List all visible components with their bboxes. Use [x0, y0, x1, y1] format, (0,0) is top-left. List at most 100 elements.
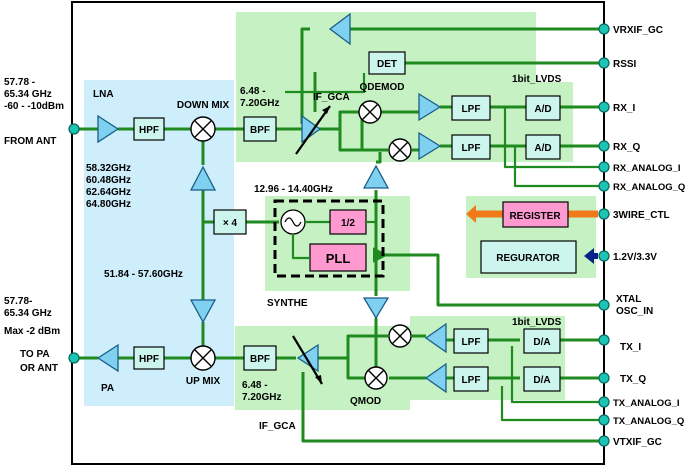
tx-i-amplifier-icon: [424, 322, 447, 354]
rx-if-gca-label: IF_GCA: [313, 92, 350, 103]
rx-q-lpf-label: LPF: [462, 143, 481, 154]
multiplier-label: × 4: [223, 218, 238, 229]
tx-ant-port[interactable]: [68, 352, 80, 364]
rx-analog-q-label: RX_ANALOG_Q: [613, 182, 685, 193]
rx-q-port[interactable]: [598, 140, 610, 152]
rx-analog-i-port[interactable]: [598, 161, 610, 173]
up-mix-label: UP MIX: [186, 376, 221, 387]
rssi-label: RSSI: [613, 59, 637, 70]
divider-label: 1/2: [341, 218, 355, 229]
tx-i-lpf-block: [453, 328, 489, 354]
lo-freq-1: 58.32GHz: [86, 163, 131, 174]
xtal-port[interactable]: [598, 299, 610, 311]
lo-buffer-up-icon: [189, 165, 217, 191]
tx-q-lpf-block: [453, 366, 489, 392]
synthe-dashed-boundary: [273, 199, 385, 278]
rx-q-amplifier-icon: [418, 131, 442, 161]
qdemod-lo-buffer-icon: [362, 164, 390, 189]
tx-lvds-label: 1bit_LVDS: [512, 317, 562, 328]
rx-if-freq-1: 6.48 -: [240, 86, 266, 97]
rx-bpf-label: BPF: [250, 125, 270, 136]
rx-lvds-label: 1bit_LVDS: [512, 74, 562, 85]
tx-i-da-block: [523, 328, 561, 354]
rx-hpf-block: [133, 117, 165, 141]
tx-bpf-block: [243, 345, 277, 371]
synthe-label: SYNTHE: [267, 298, 308, 309]
wire-ctl-port[interactable]: [598, 208, 610, 220]
det-block: [368, 51, 406, 75]
rssi-port[interactable]: [598, 57, 610, 69]
tx-hpf-block: [133, 346, 165, 370]
supply-port[interactable]: [598, 250, 610, 262]
tx-analog-i-port[interactable]: [598, 396, 610, 408]
tx-analog-q-port[interactable]: [598, 414, 610, 426]
pll-block: [309, 243, 367, 272]
rx-level-label: -60 - -10dBm: [4, 101, 64, 112]
tx-if-freq-1: 6.48 -: [242, 380, 268, 391]
tx-q-amplifier-icon: [424, 362, 447, 394]
rx-bpf-block: [243, 116, 277, 142]
tx-analog-i-label: TX_ANALOG_I: [613, 398, 680, 409]
rx-ant-port[interactable]: [68, 123, 80, 135]
tx-dest-line-1: TO PA: [20, 349, 50, 360]
tx-if-freq-2: 7.20GHz: [242, 392, 281, 403]
tx-bpf-label: BPF: [250, 354, 270, 365]
vtxif-gc-label: VTXIF_GC: [613, 437, 662, 448]
supply-label: 1.2V/3.3V: [613, 252, 657, 263]
tx-i-da-label: D/A: [533, 337, 550, 348]
register-block: [502, 201, 569, 228]
rx-i-port[interactable]: [598, 101, 610, 113]
xtal-label-1: XTAL: [616, 294, 641, 305]
rx-q-ad-label: A/D: [534, 143, 551, 154]
rx-analog-q-port[interactable]: [598, 180, 610, 192]
down-mix-label: DOWN MIX: [177, 100, 230, 111]
tx-i-port[interactable]: [598, 334, 610, 346]
rx-i-amplifier-icon: [418, 92, 442, 122]
rx-hpf-label: HPF: [139, 125, 159, 136]
lo-freq-2: 60.48GHz: [86, 175, 131, 186]
tx-q-label: TX_Q: [620, 374, 646, 385]
tx-analog-q-label: TX_ANALOG_Q: [613, 416, 684, 427]
vrxif-gc-buffer-icon: [328, 12, 351, 46]
rx-i-lpf-label: LPF: [462, 104, 481, 115]
tx-q-da-label: D/A: [533, 375, 550, 386]
pa-amplifier-icon: [96, 343, 119, 373]
rx-q-label: RX_Q: [613, 142, 640, 153]
rx-i-lpf-block: [451, 95, 491, 121]
tx-q-port[interactable]: [598, 372, 610, 384]
tx-if-gca-amplifier-icon: [296, 343, 319, 373]
vtxif-gc-port[interactable]: [598, 435, 610, 447]
lo-freq-3: 62.64GHz: [86, 187, 131, 198]
lo-freq-4: 64.80GHz: [86, 199, 131, 210]
rx-i-label: RX_I: [613, 103, 635, 114]
register-label: REGISTER: [509, 211, 561, 222]
rx-q-ad-block: [525, 134, 561, 160]
xtal-label-2: OSC_IN: [616, 306, 653, 317]
rx-i-ad-block: [525, 95, 561, 121]
vrxif-gc-port[interactable]: [598, 23, 610, 35]
lna-label: LNA: [93, 89, 114, 100]
lo-buffer-down-icon: [189, 299, 217, 324]
regulator-label: REGURATOR: [496, 253, 560, 264]
tx-i-lpf-label: LPF: [462, 337, 481, 348]
lna-amplifier-icon: [97, 114, 120, 144]
tx-hpf-label: HPF: [139, 354, 159, 365]
tx-if-gca-label: IF_GCA: [259, 421, 296, 432]
vrxif-gc-label: VRXIF_GC: [613, 25, 663, 36]
tx-i-label: TX_I: [620, 342, 641, 353]
rx-analog-i-label: RX_ANALOG_I: [613, 163, 681, 174]
det-label: DET: [377, 59, 397, 70]
qmod-lo-buffer-icon: [362, 297, 390, 320]
qmod-label: QMOD: [350, 396, 381, 407]
synth-range-label: 12.96 - 14.40GHz: [254, 184, 333, 195]
pa-label: PA: [101, 383, 114, 394]
rx-freq-line-1: 57.78 -: [4, 77, 35, 88]
tx-level-label: Max -2 dBm: [4, 326, 60, 337]
qdemod-label: QDEMOD: [360, 82, 405, 93]
rx-i-ad-label: A/D: [534, 104, 551, 115]
regulator-block: [480, 240, 577, 274]
lo-range-label: 51.84 - 57.60GHz: [104, 269, 183, 280]
tx-freq-line-1: 57.78-: [4, 296, 32, 307]
rx-if-gca-amplifier-icon: [301, 114, 322, 144]
